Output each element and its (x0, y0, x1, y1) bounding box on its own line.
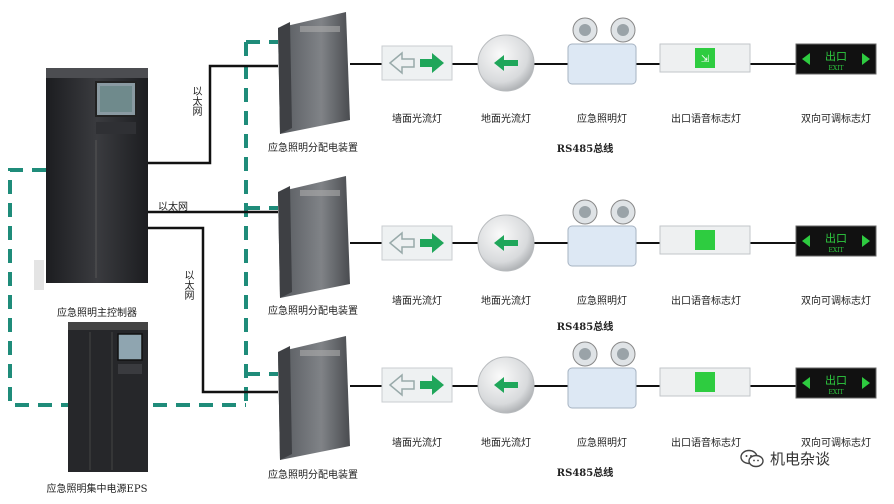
ethernet-label-3: 以太网 (182, 270, 193, 300)
control-host-label: 应急照明主控制器 (57, 308, 137, 319)
distribution-label-3: 应急照明分配电装置 (268, 470, 358, 481)
lamp-label-exit-voice-1: 出口语音标志灯 (671, 114, 741, 125)
emergency-light-1 (567, 17, 637, 85)
emergency-light-2 (567, 199, 637, 267)
watermark-text: 机电杂谈 (770, 450, 831, 468)
row-1-devices: ⇲ 出口 EXIT (381, 17, 877, 92)
lamp-label-exit-voice-2: 出口语音标志灯 (671, 296, 741, 307)
watermark: 机电杂谈 (740, 448, 830, 469)
bus-label-3: RS485总线 (556, 468, 614, 479)
exit-voice-sign-2 (659, 225, 751, 255)
distribution-box-1 (278, 12, 350, 134)
lamp-label-emergency-1: 应急照明灯 (577, 114, 627, 125)
wechat-icon (740, 449, 764, 467)
arrow-right-icon (862, 377, 870, 389)
distribution-box-2 (278, 176, 350, 298)
wall-flow-lamp-1 (381, 45, 453, 81)
exit-sign-sub: EXIT (828, 65, 843, 72)
floor-flow-lamp-2 (477, 214, 535, 272)
exit-sign-sub: EXIT (828, 247, 843, 254)
arrow-left-icon (494, 235, 518, 251)
lamp-label-exit-voice-3: 出口语音标志灯 (671, 438, 741, 449)
ethernet-label-1: 以太网 (190, 86, 201, 116)
lamp-label-bidirectional-1: 双向可调标志灯 (801, 114, 871, 125)
emergency-light-3 (567, 341, 637, 409)
control-host-cabinet (34, 68, 148, 290)
bidirectional-sign-1: 出口 EXIT (795, 43, 877, 75)
distribution-label-2: 应急照明分配电装置 (268, 306, 358, 317)
arrow-left-icon (802, 235, 810, 247)
bus-label-2: RS485总线 (556, 322, 614, 333)
lamp-label-bidirectional-2: 双向可调标志灯 (801, 296, 871, 307)
eps-cabinet (68, 322, 148, 472)
arrow-right-icon (420, 53, 444, 73)
exit-voice-sign-3 (659, 367, 751, 397)
svg-text:⇲: ⇲ (701, 54, 710, 65)
lamp-label-floor-2: 地面光流灯 (481, 296, 531, 307)
lamp-label-emergency-2: 应急照明灯 (577, 296, 627, 307)
arrow-left-icon (494, 377, 518, 393)
arrow-left-icon (388, 231, 415, 255)
lamp-label-bidirectional-3: 双向可调标志灯 (801, 438, 871, 449)
exit-voice-sign-1: ⇲ (659, 43, 751, 73)
wall-flow-lamp-2 (381, 225, 453, 261)
lamp-label-wall-3: 墙面光流灯 (392, 438, 442, 449)
arrow-left-icon (802, 53, 810, 65)
ethernet-label-2: 以太网 (158, 202, 188, 213)
arrow-left-icon (494, 55, 518, 71)
power-dashed-lines (8, 40, 278, 407)
row-2-devices: 出口 EXIT (381, 199, 877, 272)
lamp-label-emergency-3: 应急照明灯 (577, 438, 627, 449)
lamp-label-wall-1: 墙面光流灯 (392, 114, 442, 125)
exit-sign-text: 出口 (825, 373, 847, 387)
lamp-label-wall-2: 墙面光流灯 (392, 296, 442, 307)
distribution-box-3 (278, 336, 350, 460)
bidirectional-sign-3: 出口 EXIT (795, 367, 877, 399)
arrow-right-icon (862, 53, 870, 65)
floor-flow-lamp-1 (477, 34, 535, 92)
bus-label-1: RS485总线 (556, 144, 614, 155)
arrow-left-icon (802, 377, 810, 389)
arrow-right-icon (420, 233, 444, 253)
row-3-devices: 出口 EXIT (381, 341, 877, 414)
arrow-left-icon (388, 373, 415, 397)
lamp-label-floor-1: 地面光流灯 (481, 114, 531, 125)
distribution-label-1: 应急照明分配电装置 (268, 143, 358, 154)
arrow-left-icon (388, 51, 415, 75)
arrow-right-icon (862, 235, 870, 247)
exit-sign-text: 出口 (825, 231, 847, 245)
exit-sign-text: 出口 (825, 49, 847, 63)
lamp-label-floor-3: 地面光流灯 (481, 438, 531, 449)
distribution-boxes (278, 12, 350, 460)
exit-sign-sub: EXIT (828, 389, 843, 396)
floor-flow-lamp-3 (477, 356, 535, 414)
eps-label: 应急照明集中电源EPS (46, 484, 148, 495)
wall-flow-lamp-3 (381, 367, 453, 403)
bidirectional-sign-2: 出口 EXIT (795, 225, 877, 257)
ethernet-lines (148, 64, 278, 394)
arrow-right-icon (420, 375, 444, 395)
